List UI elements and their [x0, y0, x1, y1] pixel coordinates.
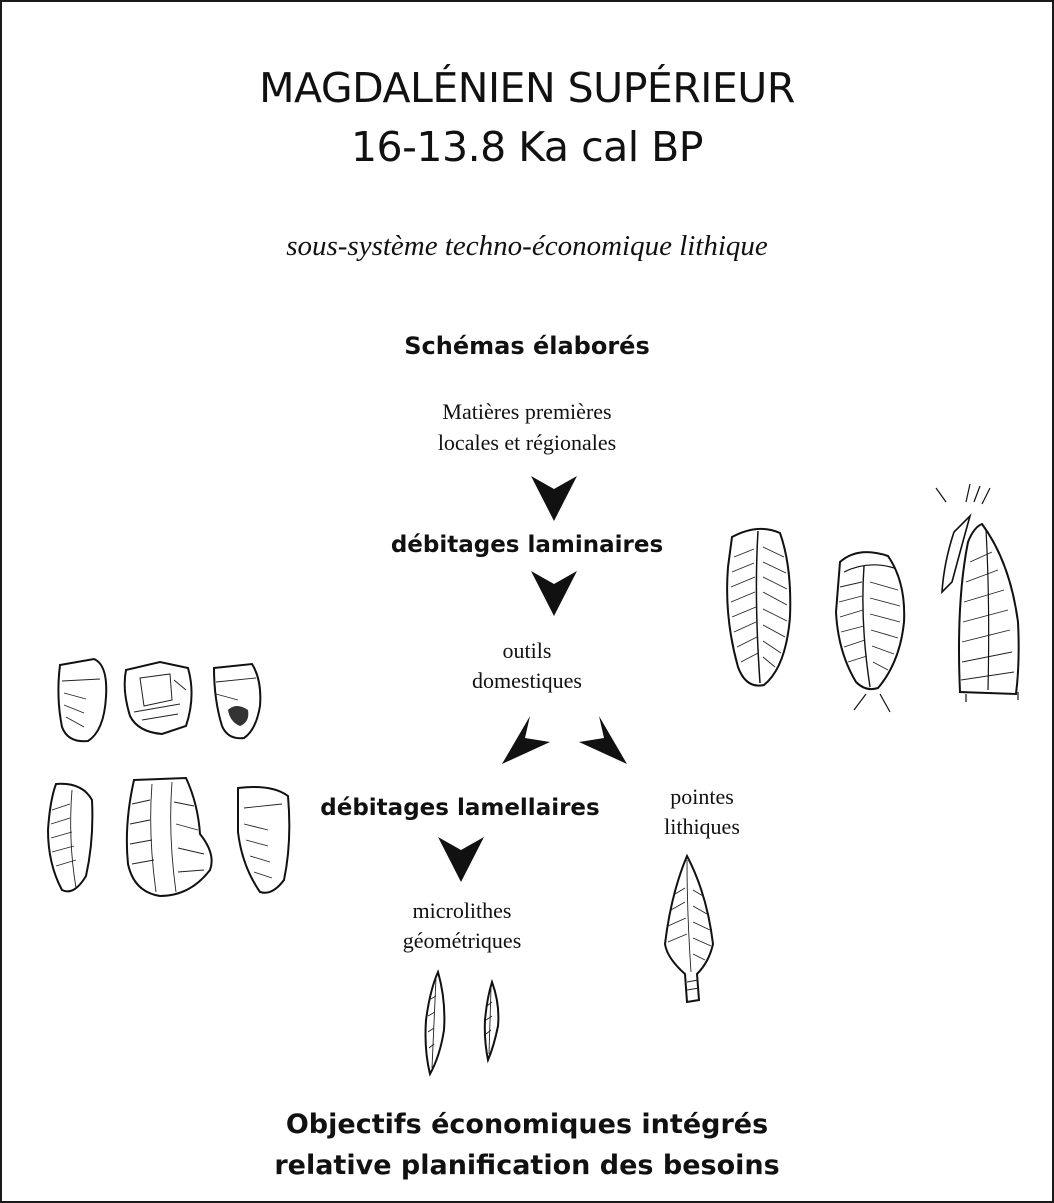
arrowhead-right-icon	[577, 714, 629, 768]
microliths-line-1: microlithes	[362, 894, 562, 928]
footer-line-2: relative planification des besoins	[2, 1147, 1052, 1185]
bladelet-debitage-label: débitages lamellaires	[320, 795, 600, 821]
flint-core-drawing	[42, 780, 100, 900]
lithic-points-line-2: lithiques	[622, 810, 782, 844]
arrowhead-down-icon	[529, 474, 579, 524]
flint-core-drawing	[232, 782, 298, 900]
flint-endscraper-drawing	[718, 517, 818, 692]
microlith-drawing	[480, 980, 504, 1062]
diagram-heading: Schémas élaborés	[2, 332, 1052, 360]
flint-core-drawing	[52, 657, 114, 745]
flint-burin-drawing	[828, 542, 918, 717]
lithic-points-line-1: pointes	[622, 780, 782, 814]
footer-line-1: Objectifs économiques intégrés	[2, 1106, 1052, 1144]
microliths-line-2: géométriques	[362, 924, 562, 958]
subtitle: sous-système techno-économique lithique	[2, 230, 1052, 263]
flint-dihedral-burin-drawing	[930, 482, 1030, 702]
raw-materials-line-1: Matières premières	[2, 395, 1052, 429]
arrowhead-down-icon	[436, 835, 486, 885]
lithic-point-drawing	[657, 854, 727, 1006]
title-line-1: MAGDALÉNIEN SUPÉRIEUR	[2, 64, 1052, 112]
title-line-2: 16-13.8 Ka cal BP	[2, 123, 1052, 171]
microlith-drawing	[420, 970, 450, 1078]
arrowhead-down-icon	[529, 569, 579, 619]
arrowhead-left-icon	[500, 714, 552, 768]
raw-materials-line-2: locales et régionales	[2, 426, 1052, 460]
flint-core-drawing	[208, 660, 268, 742]
flint-core-drawing	[120, 774, 222, 902]
flint-core-drawing	[120, 660, 200, 738]
